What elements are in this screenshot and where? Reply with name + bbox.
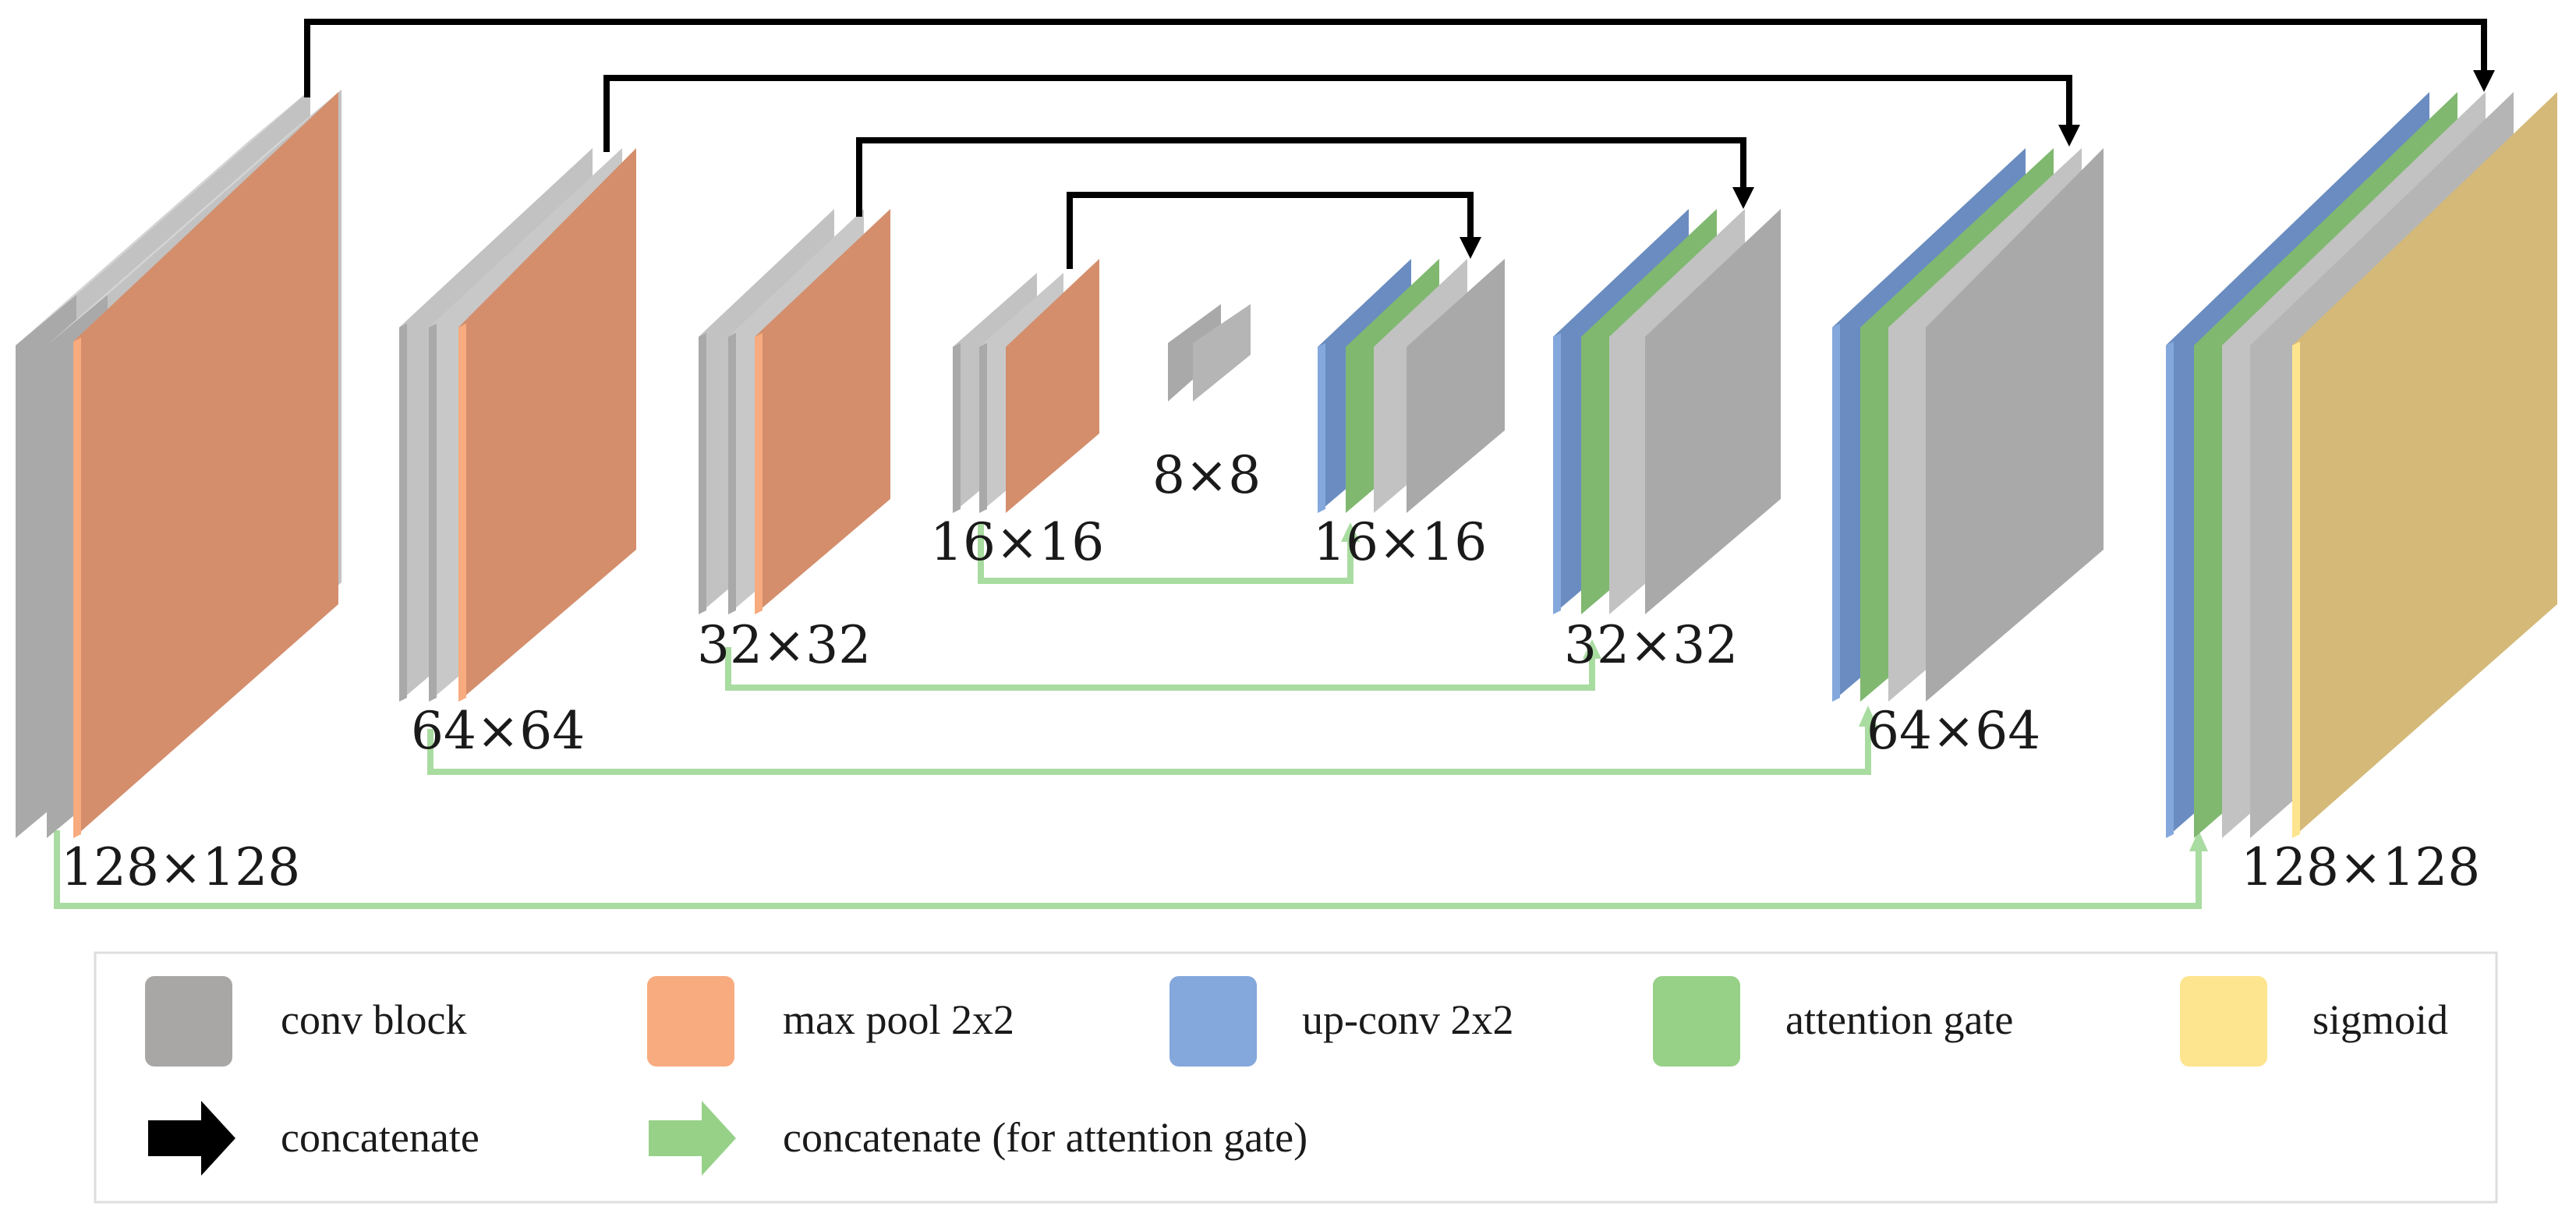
attention-gate-swatch	[1653, 976, 1740, 1067]
max-pool-slab	[1006, 259, 1099, 513]
green-arrow-icon	[649, 1101, 736, 1176]
sigmoid-slab	[2292, 92, 2557, 838]
decoder-block-32	[1553, 209, 1781, 614]
black-skip-16	[1067, 192, 1474, 269]
max-pool-slab	[755, 209, 890, 614]
green-skip-64	[427, 725, 1871, 775]
label-enc-128: 128×128	[61, 837, 300, 897]
black-arrowhead-32	[1732, 187, 1754, 209]
green-skip-128	[54, 830, 2202, 909]
black-skip-128	[304, 19, 2487, 97]
label-dec-128: 128×128	[2241, 837, 2480, 897]
black-arrowhead-128	[2473, 70, 2495, 92]
encoder-block-128	[16, 90, 341, 838]
label-enc-32: 32×32	[697, 615, 871, 675]
green-skip-32	[725, 647, 1595, 691]
label-dec-32: 32×32	[1564, 615, 1738, 675]
max-pool-slab	[73, 92, 338, 838]
sigmoid-swatch	[2180, 976, 2267, 1067]
green-skip-16	[978, 522, 1353, 584]
black-arrowhead-64	[2058, 125, 2080, 147]
green-arrowhead-16	[1341, 522, 1360, 542]
encoder-block-16	[953, 259, 1099, 513]
green-arrowhead-128	[2189, 830, 2208, 851]
green-arrowhead-64	[1859, 706, 1877, 727]
label-enc-16: 16×16	[930, 512, 1104, 572]
black-arrowheads	[1460, 70, 2495, 259]
label-enc-64: 64×64	[411, 701, 585, 761]
legend-label-up-conv: up-conv 2x2	[1302, 996, 1513, 1043]
black-skip-64	[603, 75, 2072, 152]
legend-label-concatenate: concatenate	[281, 1114, 479, 1161]
up-conv-swatch	[1169, 976, 1257, 1067]
conv-block-swatch	[145, 976, 232, 1067]
max-pool-slab	[458, 148, 636, 702]
legend-label-attention-gate: attention gate	[1785, 996, 2013, 1043]
encoder-block-64	[399, 148, 636, 702]
green-skip-connections	[54, 522, 2202, 909]
legend-label-concatenate-attention: concatenate (for attention gate)	[783, 1114, 1307, 1161]
label-bottleneck: 8×8	[1152, 445, 1261, 505]
black-skip-32	[856, 137, 1746, 217]
label-dec-16: 16×16	[1313, 512, 1487, 572]
black-arrowhead-16	[1460, 237, 1481, 259]
legend-label-conv-block: conv block	[281, 996, 466, 1043]
decoder-block-128	[2166, 92, 2557, 838]
label-dec-64: 64×64	[1867, 701, 2040, 761]
green-arrowhead-32	[1583, 639, 1601, 659]
legend-label-max-pool: max pool 2x2	[783, 996, 1014, 1043]
decoder-block-64	[1832, 148, 2104, 702]
max-pool-swatch	[647, 976, 734, 1067]
layer-labels: 128×128 64×64 32×32 16×16 8×8 16×16 32×3…	[61, 445, 2480, 897]
black-arrow-icon	[148, 1101, 235, 1176]
legend-label-sigmoid: sigmoid	[2312, 996, 2448, 1043]
bottleneck-block-8	[1168, 304, 1251, 402]
green-arrowheads	[1341, 522, 2208, 851]
encoder-block-32	[699, 209, 890, 614]
legend-frame	[94, 951, 2498, 1204]
decoder-block-16	[1318, 259, 1505, 513]
black-skip-connections	[304, 19, 2487, 269]
legend: conv block max pool 2x2 up-conv 2x2 atte…	[94, 951, 2498, 1204]
